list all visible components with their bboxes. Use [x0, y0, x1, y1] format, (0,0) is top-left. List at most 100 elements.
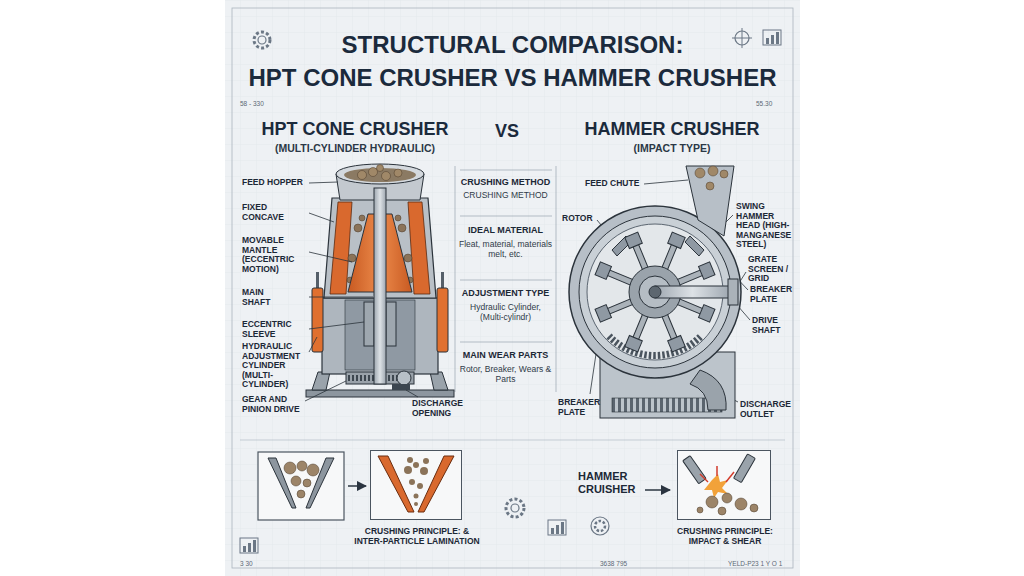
column-divider — [460, 216, 552, 217]
cone-crusher-drawing — [358, 165, 403, 181]
cone-crusher-drawing — [364, 302, 374, 346]
hammer-crusher-drawing — [699, 305, 715, 323]
principle-illustration — [413, 462, 419, 468]
cone-crusher-drawing — [394, 169, 402, 177]
decor-icon — [240, 538, 258, 553]
part-label: GRATE SCREEN / GRID — [748, 255, 796, 284]
principle-illustration — [718, 507, 726, 515]
leader-line — [309, 322, 364, 329]
column-divider — [556, 166, 557, 392]
hammer-crusher-drawing — [625, 232, 643, 248]
decor-icon — [591, 517, 609, 535]
column-divider — [455, 166, 456, 392]
principle-illustration — [407, 457, 413, 463]
page-note: YELD-P23 1 Y O 1 — [728, 560, 790, 568]
cone-crusher-drawing — [392, 384, 410, 390]
decor-icon — [506, 499, 524, 517]
cone-crusher-drawing — [382, 172, 391, 181]
principle-illustration — [726, 472, 734, 482]
leader-line — [309, 213, 334, 222]
page-note: 3638 795 — [600, 560, 650, 568]
part-label: GEAR AND PINION DRIVE — [242, 395, 302, 414]
row-text: Rotor, Breaker, Wears & Parts — [458, 364, 553, 384]
page-note: 55.30 — [756, 100, 792, 108]
column-divider — [240, 440, 785, 441]
decor-icon — [771, 35, 774, 44]
cone-crusher-drawing — [316, 272, 319, 290]
cone-crusher-drawing — [369, 168, 378, 177]
row-heading: MAIN WEAR PARTS — [458, 350, 553, 361]
cone-crusher-drawing — [404, 254, 412, 262]
part-label: MAIN SHAFT — [242, 288, 282, 307]
principle-illustration — [378, 456, 414, 512]
page-note: 3 30 — [240, 560, 280, 568]
principle-illustration — [645, 489, 670, 491]
hammer-crusher-drawing — [699, 262, 715, 280]
part-label: BREAKER PLATE — [558, 398, 604, 417]
decor-icon — [511, 504, 519, 512]
principle-illustration — [677, 450, 771, 520]
cone-crusher-drawing — [354, 224, 362, 232]
part-label: DRIVE SHAFT — [752, 316, 796, 335]
row-text: CRUSHING METHOD — [458, 190, 553, 200]
principle-illustration — [423, 458, 429, 464]
principle-illustration — [404, 457, 429, 506]
row-heading: ADJUSTMENT TYPE — [458, 288, 553, 299]
cone-crusher-drawing — [359, 215, 365, 221]
leader-line — [305, 381, 346, 401]
decor-icon — [240, 28, 781, 553]
cone-crusher-drawing — [397, 371, 411, 385]
leader-line — [644, 180, 688, 184]
part-label: SWING HAMMER HEAD (HIGH-MANGANESE STEEL) — [736, 202, 798, 250]
panel-background — [225, 0, 800, 576]
principle-illustration — [417, 483, 423, 489]
hammer-crusher-drawing — [569, 166, 741, 418]
part-label: ECCENTRIC SLEEVE — [242, 320, 298, 339]
principle-illustration — [418, 456, 454, 512]
cone-crusher-drawing — [398, 224, 406, 232]
panel-background — [225, 0, 800, 576]
principle-illustration — [284, 462, 296, 474]
section-subheading: (IMPACT TYPE) — [572, 142, 772, 155]
part-label: FEED CHUTE — [585, 179, 643, 189]
hammer-crusher-drawing — [574, 211, 736, 373]
principle-illustration — [284, 461, 319, 498]
hammer-crusher-drawing — [695, 168, 705, 178]
cone-crusher-drawing — [306, 164, 454, 397]
hammer-crusher-drawing — [595, 305, 611, 323]
principle-illustration — [700, 466, 734, 482]
cone-crusher-drawing — [312, 372, 330, 390]
caption-text: CRUSHING PRINCIPLE: & INTER-PARTICLE LAM… — [351, 526, 483, 546]
decor-icon — [248, 543, 251, 552]
leader-line — [309, 297, 373, 298]
principle-illustration — [735, 498, 747, 510]
cone-crusher-drawing — [330, 202, 352, 294]
part-label: DISCHARGE OPENING — [412, 399, 468, 418]
row-text: Hydraulic Cylinder, (Multi-cylindr) — [458, 302, 553, 322]
hammer-crusher-drawing — [609, 336, 701, 356]
decor-icon — [776, 32, 779, 44]
decor-icon — [254, 32, 270, 48]
cone-crusher-drawing — [395, 215, 401, 221]
leader-line — [406, 390, 418, 397]
title-text: STRUCTURAL COMPARISON: HPT CONE CRUSHER … — [230, 28, 795, 94]
principle-illustration — [722, 493, 732, 503]
principle-box: CRUSHING PRINCIPLE: & INTER-PARTICLE LAM… — [351, 450, 483, 548]
hammer-crusher-drawing — [706, 182, 714, 190]
principle-illustration — [404, 466, 412, 474]
principle-illustration — [697, 507, 703, 513]
column-divider — [460, 170, 552, 171]
leader-line — [309, 182, 338, 183]
cone-crusher-drawing — [377, 165, 384, 172]
versus-mark: VS — [485, 120, 529, 142]
leader-line — [309, 252, 352, 262]
principle-illustration — [683, 456, 706, 484]
hammer-crusher-drawing — [579, 216, 731, 368]
principle-illustration — [291, 476, 301, 486]
cone-crusher-drawing — [437, 288, 448, 352]
decor-icon — [551, 528, 554, 534]
hammer-crusher-drawing — [625, 336, 643, 352]
principle-illustration — [409, 479, 415, 485]
illustration-frame — [370, 450, 462, 520]
section-heading: HAMMER CRUSHER — [572, 118, 772, 140]
